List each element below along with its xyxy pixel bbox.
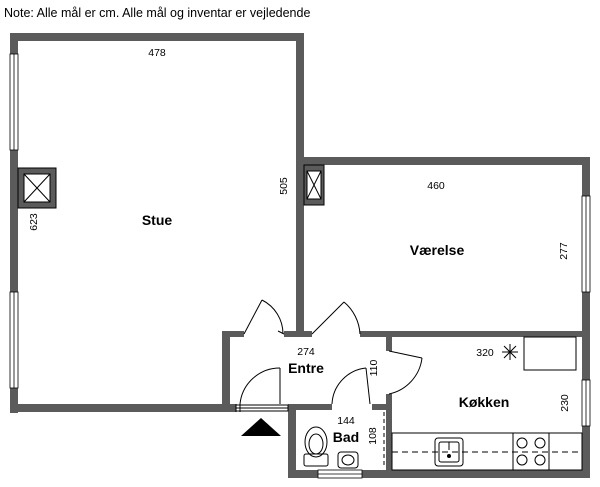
wall-bottom [288, 470, 590, 478]
wall-entre-corner [284, 331, 304, 337]
wall-vaerelse-top [296, 157, 590, 165]
windows [9, 53, 591, 479]
wall-entre-top-left [222, 331, 244, 337]
door-bad [331, 367, 371, 405]
toilet-icon [303, 426, 329, 467]
door-stue [243, 299, 285, 335]
room-label-kokken: Køkken [459, 394, 510, 410]
window-kokken [581, 379, 591, 427]
wall-entre-left [222, 331, 230, 412]
dimension-stue-wall: 505 [278, 177, 290, 195]
window-stue-lower [9, 291, 19, 389]
door-entrance [235, 367, 289, 412]
dimension-bad-width: 144 [337, 415, 355, 427]
sink-icon [337, 451, 359, 469]
wall-stue-right [296, 33, 304, 335]
ceiling-light-icon [502, 344, 518, 360]
window-vaerelse [581, 195, 591, 293]
note-text: Note: Alle mål er cm. Alle mål og invent… [4, 6, 311, 20]
room-label-vaerelse: Værelse [410, 242, 465, 258]
sink-icon [434, 437, 464, 467]
wall-bad-left [288, 404, 296, 478]
dimension-stue-height: 623 [28, 213, 40, 231]
wall-stue-top [10, 33, 304, 41]
room-label-bad: Bad [333, 429, 359, 445]
dimension-vaerelse-height: 277 [558, 242, 570, 260]
door-vaerelse [311, 301, 361, 335]
wall-vaerelse-right [582, 157, 590, 477]
window-stue-upper [9, 53, 19, 151]
wall-bad-top-right [372, 404, 392, 410]
dimension-entre-height: 110 [368, 359, 380, 376]
room-label-entre: Entre [288, 360, 324, 376]
kitchen-cabinet-upper [523, 336, 577, 371]
door-kokken [388, 350, 423, 395]
wall-entre-kitchen-divider [386, 337, 392, 351]
dimension-entre-width: 274 [297, 346, 315, 358]
dimension-kokken-height: 230 [559, 394, 571, 412]
wall-stue-left [10, 33, 18, 413]
dimension-vaerelse-width: 460 [427, 180, 445, 192]
ventilation-shaft-icon [17, 167, 57, 209]
cooktop-icon [512, 432, 550, 471]
entrance-arrow-icon [241, 418, 281, 436]
kitchen-fixtures [391, 336, 583, 471]
ventilation-shaft-icon [303, 164, 325, 206]
wall-vaerelse-bottom-left [304, 331, 312, 337]
bathroom-fixtures [303, 412, 385, 469]
wall-vaerelse-bottom [360, 331, 582, 337]
wall-stue-bottom [10, 404, 236, 412]
walls [10, 33, 590, 478]
dimension-bad-height: 108 [367, 427, 379, 445]
dimension-stue-width: 478 [148, 47, 166, 59]
dimension-kokken-width: 320 [476, 347, 494, 359]
wall-bad-top-left [288, 404, 332, 410]
wall-entre-kitchen-divider-lower [386, 394, 392, 470]
window-bad [317, 469, 363, 479]
doors [235, 299, 423, 412]
room-label-stue: Stue [142, 212, 173, 228]
